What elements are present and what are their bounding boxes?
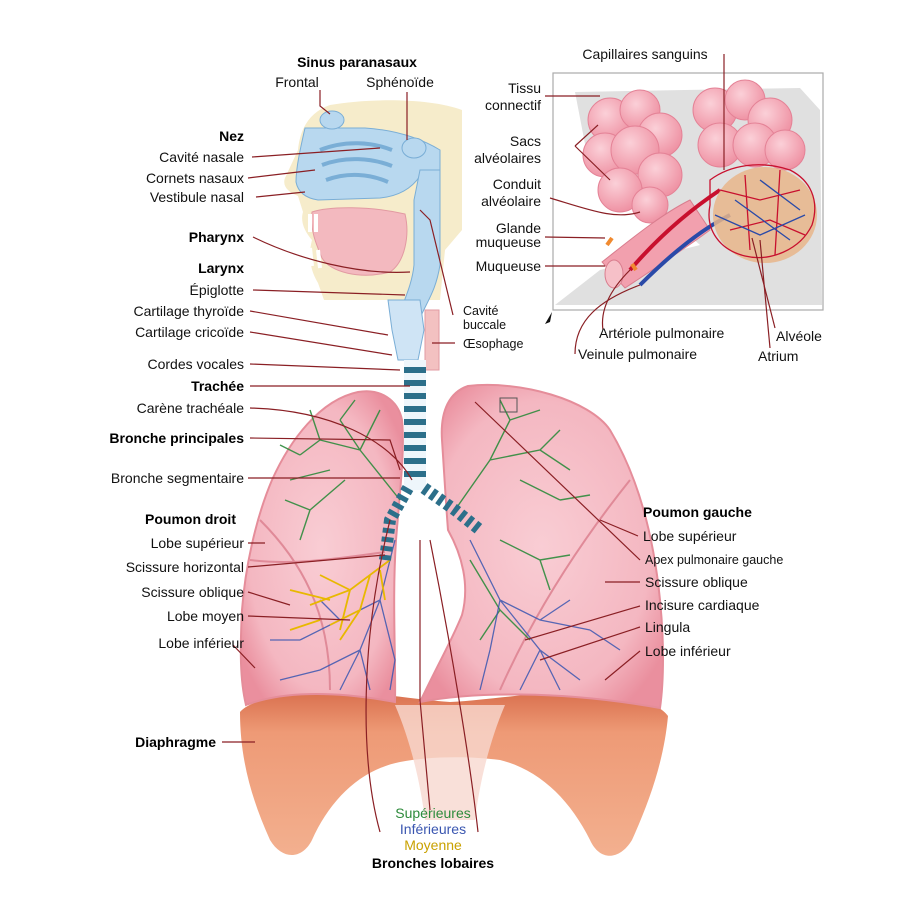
esophagus-tube bbox=[424, 309, 440, 371]
label-main-bronchi-title: Bronche principales bbox=[109, 430, 244, 446]
label-alveolar-sacs-1: Sacs bbox=[510, 133, 541, 149]
label-middle-lobe: Lobe moyen bbox=[167, 608, 244, 624]
label-left-lower-lobe: Lobe inférieur bbox=[645, 643, 731, 659]
label-larynx-title: Larynx bbox=[198, 260, 244, 276]
label-left-upper-lobe: Lobe supérieur bbox=[643, 528, 737, 544]
inset-location-marker bbox=[499, 397, 518, 413]
left-lung bbox=[418, 384, 664, 710]
label-esophagus: Œsophage bbox=[463, 337, 524, 351]
label-lobar-inferior: Inférieures bbox=[400, 821, 466, 837]
nasal-conchae bbox=[319, 141, 393, 184]
label-atrium: Atrium bbox=[758, 348, 798, 364]
mucous-gland bbox=[605, 236, 638, 272]
left-oblique-fissure bbox=[499, 479, 631, 691]
label-oral-cavity-1: Cavité bbox=[463, 304, 498, 318]
label-nasal-cavity: Cavité nasale bbox=[159, 149, 244, 165]
label-left-oblique-fissure: Scissure oblique bbox=[645, 574, 748, 590]
label-mucous-gland-2: muqueuse bbox=[476, 234, 542, 250]
label-left-apex: Apex pulmonaire gauche bbox=[645, 553, 783, 567]
label-nasal-conchae: Cornets nasaux bbox=[146, 170, 244, 186]
label-horizontal-fissure: Scissure horizontal bbox=[126, 559, 244, 575]
label-pulmonary-venule: Veinule pulmonaire bbox=[578, 346, 697, 362]
label-nose-title: Nez bbox=[219, 128, 244, 144]
label-oral-cavity-2: buccale bbox=[463, 318, 506, 332]
label-segmental-bronchus: Bronche segmentaire bbox=[111, 470, 244, 486]
larynx bbox=[387, 299, 425, 361]
labels: Sinus paranasaux Frontal Sphénoïde Nez C… bbox=[109, 46, 822, 871]
label-thyroid-cartilage: Cartilage thyroïde bbox=[133, 303, 244, 319]
label-connective-tissue-2: connectif bbox=[485, 97, 541, 113]
mediastinum-shadow bbox=[395, 705, 505, 820]
label-nasal-vestibule: Vestibule nasal bbox=[150, 189, 244, 205]
label-right-upper-lobe: Lobe supérieur bbox=[151, 535, 245, 551]
label-alveolar-sacs-2: alvéolaires bbox=[474, 150, 541, 166]
alveolus-cluster bbox=[713, 167, 817, 263]
label-mucous-gland-1: Glande bbox=[496, 220, 541, 236]
label-mucosa: Muqueuse bbox=[476, 258, 542, 274]
label-right-lung-title: Poumon droit bbox=[145, 511, 236, 527]
label-cardiac-notch: Incisure cardiaque bbox=[645, 597, 760, 613]
label-alveolar-duct-1: Conduit bbox=[493, 176, 541, 192]
label-vocal-cords: Cordes vocales bbox=[148, 356, 245, 372]
label-pharynx-title: Pharynx bbox=[189, 229, 244, 245]
label-carina: Carène trachéale bbox=[137, 400, 245, 416]
bronchiole-opening bbox=[604, 259, 624, 289]
head-section bbox=[284, 100, 462, 371]
middle-bronchi bbox=[289, 559, 391, 641]
label-lobar-superior: Supérieures bbox=[395, 805, 471, 821]
diaphragm-shape bbox=[240, 691, 668, 856]
capillary-network bbox=[708, 164, 816, 259]
frontal-sinus bbox=[319, 110, 345, 130]
label-alveolar-duct-2: alvéolaire bbox=[481, 193, 541, 209]
sphenoid-sinus bbox=[401, 137, 427, 159]
leader-lines bbox=[222, 54, 776, 833]
label-diaphragm-title: Diaphragme bbox=[135, 734, 216, 750]
alveolar-sacs-right bbox=[692, 79, 806, 171]
label-pulmonary-arteriole: Artériole pulmonaire bbox=[599, 325, 724, 341]
label-sphenoid: Sphénoïde bbox=[366, 74, 434, 90]
label-lobar-middle: Moyenne bbox=[404, 837, 462, 853]
right-lung bbox=[239, 390, 404, 707]
label-lingula: Lingula bbox=[645, 619, 690, 635]
inset-pointer-arrow bbox=[545, 312, 552, 324]
inferior-bronchi bbox=[270, 539, 621, 691]
label-frontal: Frontal bbox=[275, 74, 319, 90]
label-right-lower-lobe: Lobe inférieur bbox=[158, 635, 244, 651]
label-epiglottis: Épiglotte bbox=[190, 282, 245, 298]
right-oblique-fissure bbox=[259, 519, 331, 691]
label-right-oblique-fissure: Scissure oblique bbox=[141, 584, 244, 600]
alveoli-inset bbox=[552, 72, 824, 311]
label-left-lung-title: Poumon gauche bbox=[643, 504, 752, 520]
label-blood-capillaries: Capillaires sanguins bbox=[582, 46, 707, 62]
label-trachea-title: Trachée bbox=[191, 378, 244, 394]
teeth bbox=[308, 214, 322, 269]
label-connective-tissue-1: Tissu bbox=[508, 80, 541, 96]
label-lobar-title: Bronches lobaires bbox=[372, 855, 494, 871]
label-cricoid-cartilage: Cartilage cricoïde bbox=[135, 324, 244, 340]
label-sinus-title: Sinus paranasaux bbox=[297, 54, 417, 70]
label-alveolus: Alvéole bbox=[776, 328, 822, 344]
